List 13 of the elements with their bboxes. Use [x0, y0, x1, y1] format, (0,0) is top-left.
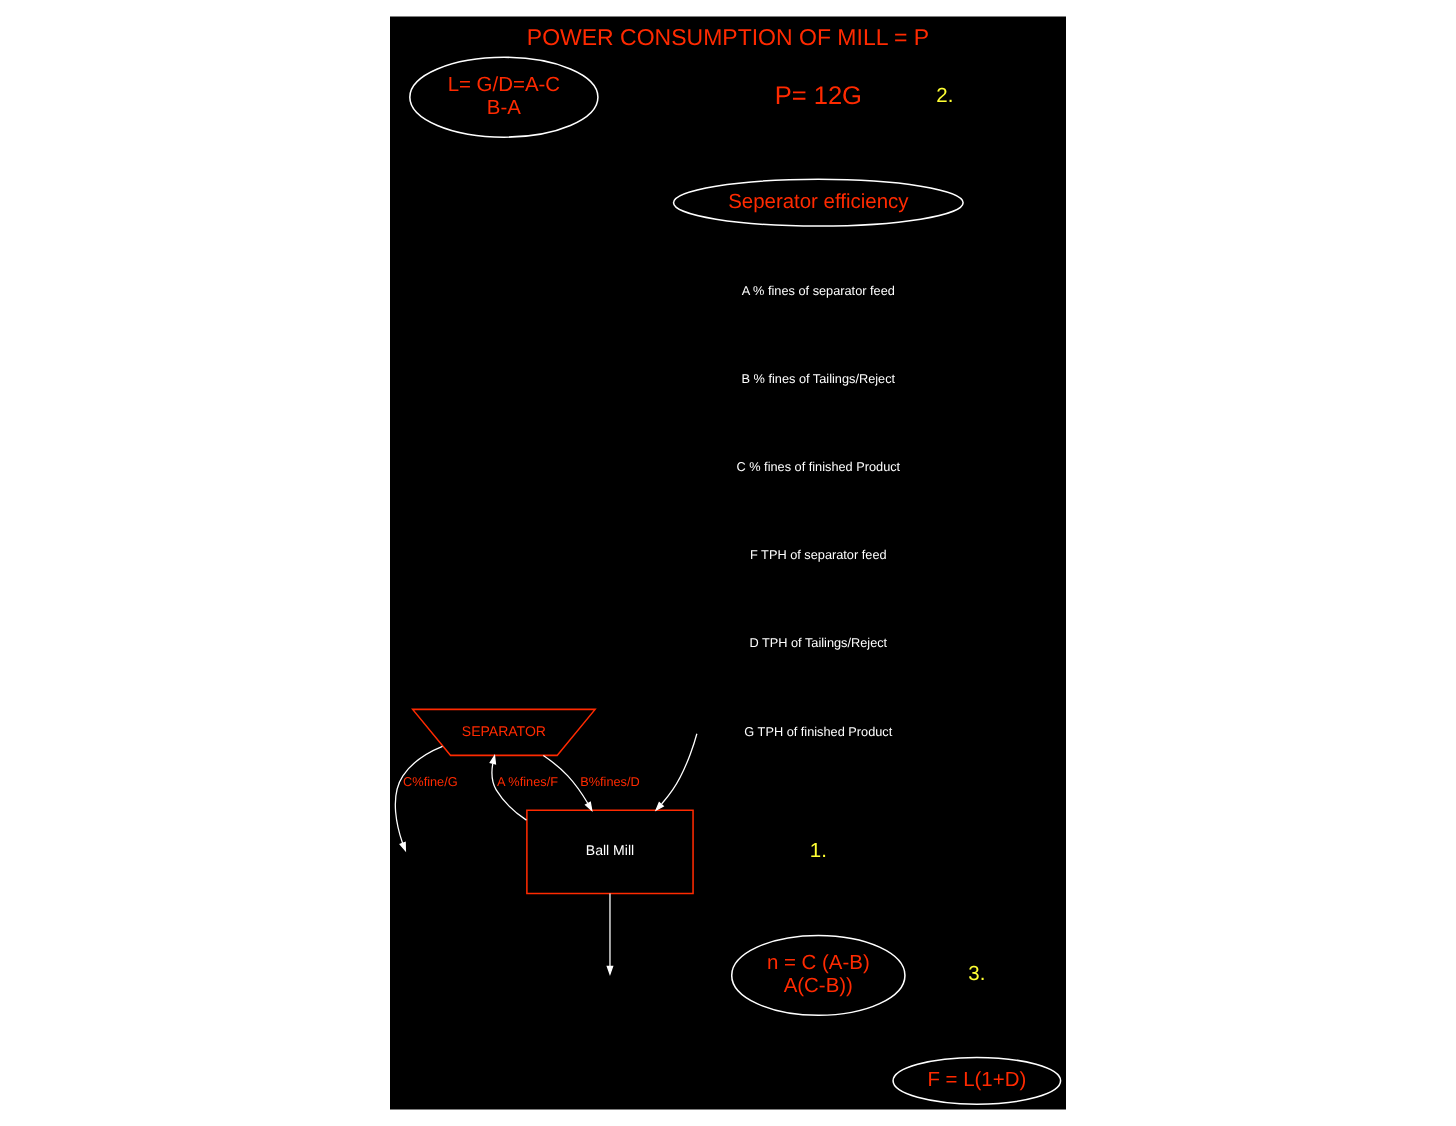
- label: 1.: [809, 840, 827, 863]
- arrow: [606, 892, 614, 976]
- arrow: [489, 753, 528, 821]
- arrow: [654, 733, 698, 812]
- node-ellipse: L= G/D=A-C B-A: [409, 56, 599, 138]
- arrow: [542, 754, 593, 812]
- diagram-title: POWER CONSUMPTION OF MILL = P: [526, 27, 930, 52]
- label: 3.: [968, 964, 986, 987]
- node-ellipse: F = L(1+D): [892, 1056, 1062, 1105]
- node-ellipse: Seperator efficiency: [672, 178, 964, 227]
- label: P= 12G: [774, 79, 862, 110]
- node-ellipse: n = C (A-B) A(C-B)): [730, 934, 906, 1017]
- label: 2.: [936, 86, 954, 109]
